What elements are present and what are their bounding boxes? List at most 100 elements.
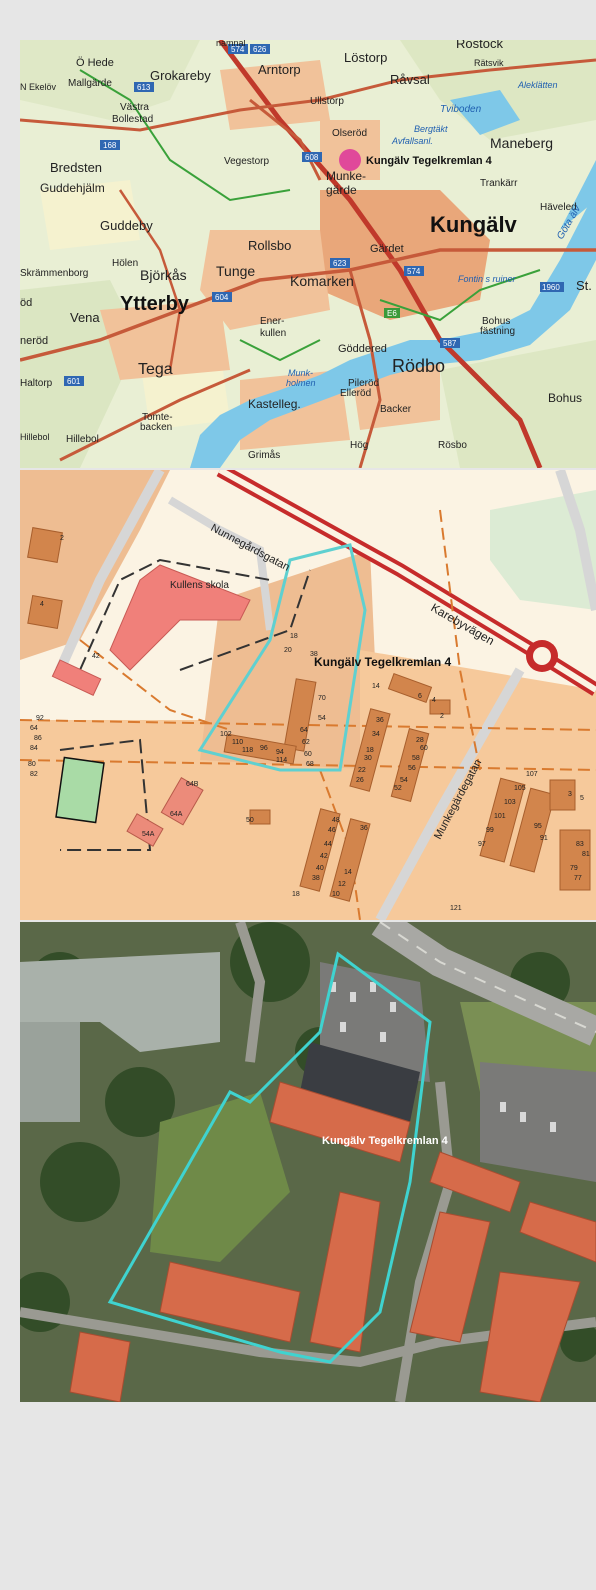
svg-text:4: 4	[40, 601, 44, 608]
aerial-property-outline[interactable]	[107, 951, 432, 1364]
svg-text:22: 22	[358, 767, 366, 774]
svg-text:Munk-: Munk-	[288, 368, 313, 378]
svg-text:gärde: gärde	[326, 183, 357, 197]
svg-text:Grimås: Grimås	[248, 449, 280, 461]
svg-text:Backer: Backer	[380, 404, 412, 415]
svg-text:36: 36	[360, 825, 368, 832]
svg-text:64A: 64A	[170, 811, 183, 818]
svg-text:48: 48	[332, 817, 340, 824]
school-label: Kullens skola	[170, 580, 229, 591]
svg-text:12: 12	[338, 881, 346, 888]
svg-text:14: 14	[344, 869, 352, 876]
aerial-photo-canvas: Kungälv Tegelkremlan 4	[20, 922, 596, 1402]
svg-text:4: 4	[432, 697, 436, 704]
svg-text:50: 50	[246, 817, 254, 824]
svg-text:N Ekelöv: N Ekelöv	[20, 82, 57, 92]
svg-text:Bollestad: Bollestad	[112, 114, 153, 125]
svg-text:Ullstorp: Ullstorp	[310, 96, 344, 107]
property-outline[interactable]	[197, 543, 367, 772]
svg-text:Löstorp: Löstorp	[344, 50, 387, 65]
svg-text:34: 34	[372, 731, 380, 738]
svg-text:fästning: fästning	[480, 326, 515, 337]
svg-text:5: 5	[580, 795, 584, 802]
svg-text:namnal: namnal	[216, 40, 246, 48]
svg-text:Rösbo: Rösbo	[438, 440, 467, 451]
svg-text:30: 30	[364, 755, 372, 762]
svg-text:38: 38	[310, 651, 318, 658]
svg-text:neröd: neröd	[20, 335, 48, 347]
svg-text:99: 99	[486, 827, 494, 834]
svg-text:102: 102	[220, 731, 232, 738]
svg-text:68: 68	[306, 761, 314, 768]
svg-text:64: 64	[300, 727, 308, 734]
svg-text:18: 18	[292, 891, 300, 898]
svg-text:54A: 54A	[142, 831, 155, 838]
svg-text:54: 54	[318, 715, 326, 722]
detail-plan-canvas: Kullens skola Nunnegårdsgatan Karebyväge…	[20, 470, 596, 920]
overview-map-canvas: 574 626 613 168 608 623 574 604 E6 587 6…	[20, 40, 596, 468]
svg-text:Guddehjälm: Guddehjälm	[40, 181, 105, 195]
svg-text:Pileröd: Pileröd	[348, 378, 379, 389]
svg-text:Guddeby: Guddeby	[100, 218, 153, 233]
svg-text:Häveled: Häveled	[540, 202, 577, 213]
aerial-photo[interactable]: Kungälv Tegelkremlan 4	[20, 922, 596, 1402]
detail-plan-map[interactable]: Kullens skola Nunnegårdsgatan Karebyväge…	[20, 470, 596, 920]
svg-text:623: 623	[333, 259, 347, 268]
svg-text:Vena: Vena	[70, 310, 100, 325]
svg-text:Komarken: Komarken	[290, 273, 354, 289]
svg-text:Hölen: Hölen	[112, 258, 138, 269]
svg-text:Mallgärde: Mallgärde	[68, 78, 112, 89]
svg-text:92: 92	[36, 715, 44, 722]
svg-text:80: 80	[28, 761, 36, 768]
svg-text:114: 114	[276, 757, 287, 764]
svg-text:81: 81	[582, 851, 590, 858]
svg-text:168: 168	[103, 141, 117, 150]
svg-text:St.: St.	[576, 278, 592, 293]
svg-text:Ytterby: Ytterby	[120, 293, 190, 315]
svg-text:Bredsten: Bredsten	[50, 160, 102, 175]
svg-text:52: 52	[394, 785, 402, 792]
svg-text:613: 613	[137, 83, 151, 92]
svg-text:110: 110	[232, 739, 243, 746]
svg-text:Tunge: Tunge	[216, 263, 255, 279]
svg-text:Grokareby: Grokareby	[150, 68, 211, 83]
svg-text:Gärdet: Gärdet	[370, 243, 404, 255]
svg-text:Rödbo: Rödbo	[392, 356, 445, 376]
svg-text:Bohus: Bohus	[482, 316, 510, 327]
svg-text:36: 36	[376, 717, 384, 724]
svg-text:54: 54	[400, 777, 408, 784]
svg-text:608: 608	[305, 153, 319, 162]
svg-text:604: 604	[215, 293, 229, 302]
svg-text:18: 18	[366, 747, 374, 754]
svg-text:107: 107	[526, 771, 538, 778]
house-numbers: 2 4 42 18 20 38 70 54 64 62 60 68 102 11…	[28, 535, 590, 912]
svg-text:holmen: holmen	[286, 378, 316, 388]
overview-map[interactable]: 574 626 613 168 608 623 574 604 E6 587 6…	[20, 40, 596, 468]
svg-text:105: 105	[514, 785, 526, 792]
svg-text:Hillebol: Hillebol	[20, 432, 50, 442]
svg-text:40: 40	[316, 865, 324, 872]
svg-text:84: 84	[30, 745, 38, 752]
svg-text:46: 46	[328, 827, 336, 834]
svg-text:Ener-: Ener-	[260, 316, 284, 327]
plan-property-label: Kungälv Tegelkremlan 4	[314, 655, 451, 669]
svg-text:Råvsal: Råvsal	[390, 72, 430, 87]
svg-text:42: 42	[320, 853, 328, 860]
svg-text:Olseröd: Olseröd	[332, 128, 367, 139]
place-kungalv: Kungälv	[430, 212, 518, 237]
svg-text:Aleklätten: Aleklätten	[517, 80, 558, 90]
svg-text:2: 2	[60, 535, 64, 542]
svg-text:20: 20	[284, 647, 292, 654]
svg-text:62: 62	[302, 739, 310, 746]
svg-text:Trankärr: Trankärr	[480, 178, 518, 189]
svg-text:Tviboden: Tviboden	[440, 104, 482, 115]
location-marker[interactable]	[339, 149, 361, 171]
svg-text:Göddered: Göddered	[338, 343, 387, 355]
svg-text:96: 96	[260, 745, 268, 752]
svg-text:Bohus: Bohus	[548, 391, 582, 405]
location-marker-label: Kungälv Tegelkremlan 4	[366, 155, 493, 167]
svg-text:14: 14	[372, 683, 380, 690]
svg-text:10: 10	[332, 891, 340, 898]
svg-text:94: 94	[276, 749, 284, 756]
svg-text:Rostock: Rostock	[456, 40, 503, 51]
